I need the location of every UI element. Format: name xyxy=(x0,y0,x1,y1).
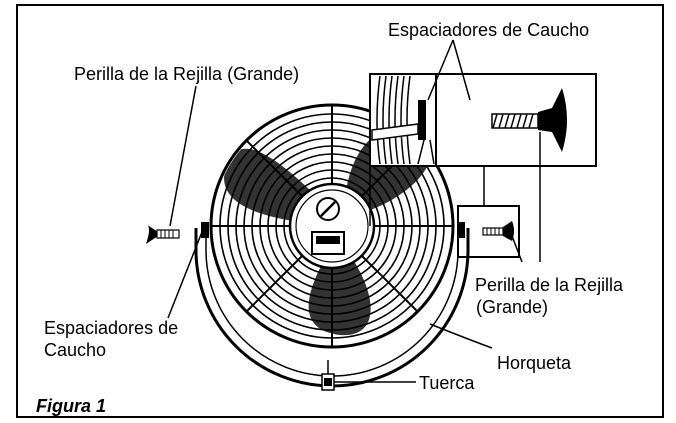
knob-left-label: Perilla de la Rejilla (Grande) xyxy=(74,64,300,84)
knob-icon xyxy=(482,221,514,241)
left-clamp xyxy=(201,222,209,238)
right-clamp xyxy=(457,222,465,238)
knob-icon xyxy=(146,224,180,244)
nut-label: Tuerca xyxy=(419,373,475,393)
nut-icon xyxy=(321,360,335,391)
figure-title: Figura 1 xyxy=(36,396,107,416)
knob-right-label-line1: Perilla de la Rejilla xyxy=(475,275,624,295)
figure-frame xyxy=(16,4,664,418)
spacers-top-label: Espaciadores de Caucho xyxy=(388,20,590,40)
spacers-left-label-line2: Caucho xyxy=(44,340,107,360)
inset-detail xyxy=(369,73,597,167)
spacers-left-label-line1: Espaciadores de xyxy=(44,318,179,338)
detail-box-right xyxy=(457,205,520,258)
yoke-label: Horqueta xyxy=(497,353,572,373)
knob-right-label-line2: (Grande) xyxy=(476,297,549,317)
